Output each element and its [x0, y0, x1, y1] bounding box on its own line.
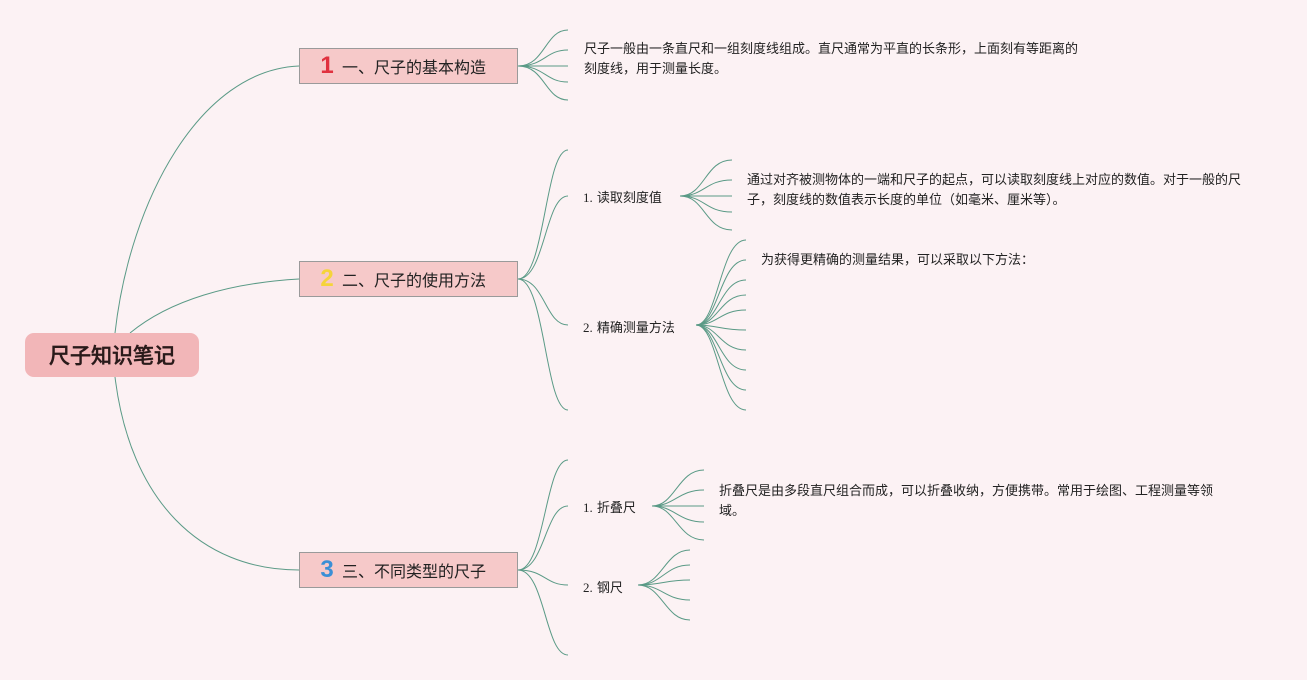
note-structure: 尺子一般由一条直尺和一组刻度线组成。直尺通常为平直的长条形，上面刻有等距离的刻度… — [584, 42, 1079, 77]
topic-label: 精确测量方法 — [596, 321, 675, 336]
topic-read-scale[interactable]: 1. 读取刻度值 — [583, 187, 662, 206]
branch-types[interactable]: 3 三、不同类型的尺子 — [299, 552, 518, 588]
topic-steel-ruler[interactable]: 2. 钢尺 — [583, 577, 623, 596]
topic-precise-method[interactable]: 2. 精确测量方法 — [583, 317, 675, 336]
root-topic[interactable]: 尺子知识笔记 — [25, 333, 199, 377]
note-precise-method: 为获得更精确的测量结果，可以采取以下方法： — [761, 253, 1035, 268]
topic-index: 2. — [583, 320, 593, 335]
number-1-icon: 1 — [320, 52, 334, 79]
branch-label: 二、尺子的使用方法 — [342, 271, 487, 290]
topic-folding-ruler[interactable]: 1. 折叠尺 — [583, 497, 636, 516]
topic-index: 1. — [583, 190, 593, 205]
topic-index: 2. — [583, 580, 593, 595]
topic-label: 读取刻度值 — [596, 191, 662, 206]
note-folding-ruler: 折叠尺是由多段直尺组合而成，可以折叠收纳，方便携带。常用于绘图、工程测量等领域。 — [719, 484, 1214, 519]
number-2-icon: 2 — [320, 265, 334, 292]
note-read-scale: 通过对齐被测物体的一端和尺子的起点，可以读取刻度线上对应的数值。对于一般的尺子，… — [747, 173, 1242, 208]
topic-index: 1. — [583, 500, 593, 515]
root-label: 尺子知识笔记 — [49, 344, 175, 368]
branch-label: 三、不同类型的尺子 — [342, 562, 487, 581]
topic-label: 钢尺 — [596, 581, 623, 596]
number-3-icon: 3 — [320, 556, 334, 583]
branch-usage[interactable]: 2 二、尺子的使用方法 — [299, 261, 518, 297]
topic-label: 折叠尺 — [596, 501, 636, 516]
branch-structure[interactable]: 1 一、尺子的基本构造 — [299, 48, 518, 84]
branch-label: 一、尺子的基本构造 — [342, 58, 487, 77]
